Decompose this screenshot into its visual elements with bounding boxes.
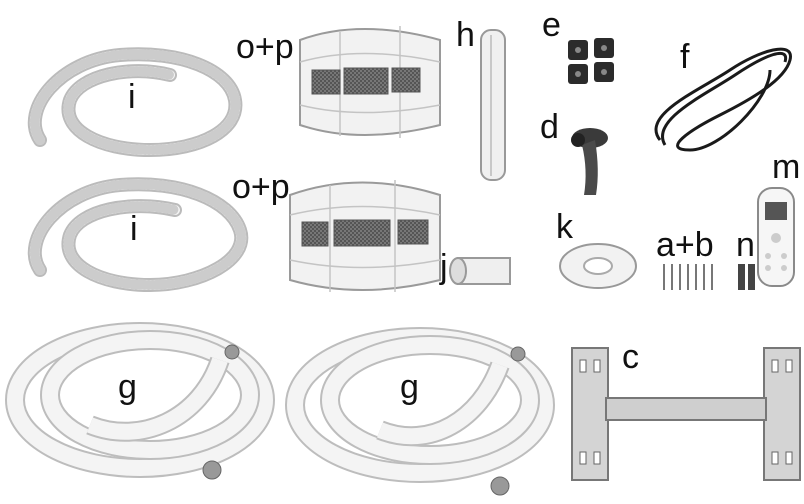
remote-control [757,187,795,287]
drain-elbow [571,128,608,195]
label-g-left: g [118,368,137,406]
air-filter-middle [289,180,441,292]
label-d: d [540,108,559,146]
label-n: n [736,226,755,264]
label-e: e [542,6,561,44]
drain-hose-coil-middle [27,177,249,293]
air-filter-top [299,26,441,138]
rubber-feet [568,38,614,84]
label-op-top: o+p [236,28,294,66]
label-ab: a+b [656,226,714,264]
label-k: k [556,208,573,246]
batteries [738,264,755,290]
insulated-pipe-coil-left [5,322,275,480]
insulated-pipe-coil-right [285,327,555,496]
label-i-middle: i [130,210,138,248]
insulation-tube [480,29,506,181]
screws-and-anchors [663,264,713,290]
tape-roll [449,257,511,285]
label-op-middle: o+p [232,168,290,206]
label-f: f [680,38,690,76]
label-h: h [456,16,475,54]
drain-hose-coil-top [27,47,243,158]
label-j: j [440,248,448,286]
label-g-right: g [400,368,419,406]
label-m: m [772,148,801,186]
power-cable [654,47,792,152]
label-c: c [622,338,639,376]
mounting-bracket [571,347,801,481]
label-i-top: i [128,78,136,116]
wall-ring [559,243,637,289]
